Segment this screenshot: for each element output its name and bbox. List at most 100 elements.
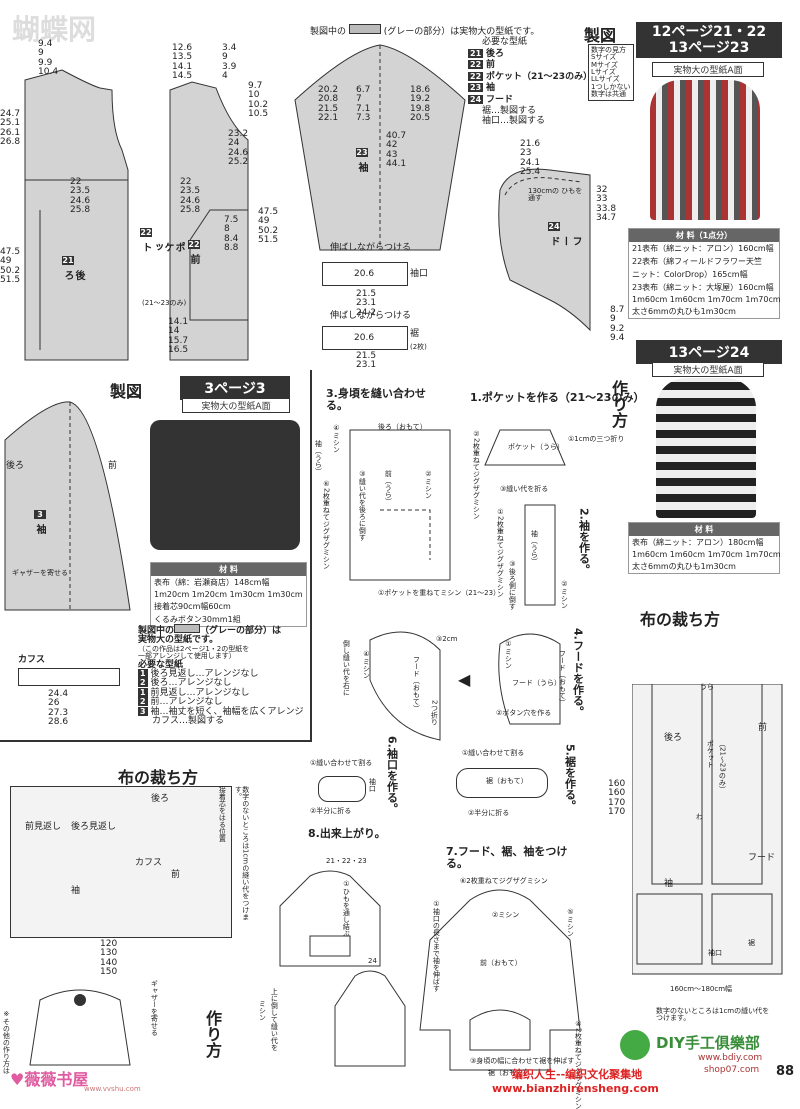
sleeve-pattern-piece (294, 44, 466, 251)
seizu-right-title: 製図 (584, 26, 617, 45)
step2-b: ②ミシン (560, 580, 569, 609)
hem-stretch-note: 伸ばしながらつける (330, 311, 412, 321)
top-note-line1: 製図中の (グレーの部分）は実物大の型紙です。 (310, 24, 539, 37)
step8-b: 上に倒して縫い代を (270, 988, 279, 1051)
cutting-left-note2: 接着芯をはる位置 (218, 786, 227, 842)
cutting-right-back: 後ろ (664, 733, 683, 743)
hem-label: 裾 (410, 329, 420, 339)
step5-hem-band (456, 768, 548, 798)
step3-back: 後ろ（おもて） (378, 423, 427, 431)
cutting-left-layout: 後ろ 前見返し 後ろ見返し カフス 袖 前 (10, 786, 232, 938)
cutting-right-sleeve: 袖 (664, 879, 674, 889)
cutting-right-ura: うら (700, 683, 714, 691)
sizes-box: 数字の見方 Sサイズ Mサイズ Lサイズ LLサイズ 1つしかない数字は共通 (588, 44, 634, 102)
top-note-list: 21 後ろ 22 前 22 ポケット（21～23のみ） 23 袖 24 フード … (468, 49, 593, 126)
step3-d: ②ミシン (424, 470, 433, 499)
cutting-right-front: 前 (758, 723, 768, 733)
footer-center-url: www.bianzhirensheng.com (492, 1082, 659, 1095)
hem-rect (322, 326, 408, 350)
step7-h: 裾（おもて） (488, 1069, 530, 1077)
hem-note: (2枚) (410, 343, 427, 351)
step4-a: ①ミシン (504, 640, 513, 669)
top-note-need: 必要な型紙 (482, 37, 528, 47)
cutting-right-cuff: 袖口 (708, 949, 722, 957)
blouse-illustration (29, 989, 131, 1066)
step4-d: フード（うら） (512, 679, 561, 687)
hem-num: 20.6 (354, 333, 375, 343)
cutting-right-hood: フード (748, 853, 776, 863)
step1-pocket-label: ポケット（うら） (508, 443, 564, 451)
step4-h: 2つ折り (430, 700, 439, 726)
cuffs-label: カフス (18, 655, 46, 665)
heart-icon: ♥ (10, 1070, 25, 1089)
step1-a: ①1cmの三つ折り (568, 435, 625, 443)
making-left-gather: ギャザーを寄せる (150, 980, 159, 1036)
step3-front: 前（うら） (384, 470, 393, 505)
cutting-right-layout (632, 684, 783, 975)
step8-hoodie-2 (334, 970, 406, 1067)
footer-diy-url: www.bdiy.com (698, 1053, 763, 1063)
sleeve-stretch-note: 伸ばしながらつける (330, 243, 412, 253)
step8-a: ①ひもを通し結ぶ (342, 880, 351, 937)
seizu-left-section (0, 370, 312, 742)
step2-title: 2.袖を作る。 (577, 508, 591, 575)
step7-b: ①袖口の長さまで袖を伸ばす (432, 900, 441, 992)
step5-b: ②半分に折る (468, 809, 510, 817)
seizu-right-pattern: 実物大の型紙A面 (652, 62, 764, 77)
front-pattern-piece (169, 81, 249, 361)
garment-photo-blouse (150, 420, 300, 550)
step2-sleeve (524, 504, 556, 606)
step4-arrow-icon: ◀ (458, 670, 471, 689)
materials-box-3: 材 料 表布（綿：岩瀬商店）148cm幅 1m20cm 1m20cm 1m30c… (150, 562, 307, 627)
garment-photo-stripe (656, 378, 756, 518)
step7-assembly (419, 889, 581, 1071)
seizu-left-pages: 3ページ3 (180, 376, 290, 400)
step2-a: ①2枚重ねてジグザグミシン (496, 508, 505, 598)
step4-f: ④ミシン (362, 650, 371, 679)
cutting-right-note: 数字のないところは1cmの縫い代をつけます。 (656, 1007, 770, 1023)
back-pattern-piece (24, 69, 129, 361)
step8-title: 8.出来上がり。 (308, 827, 386, 840)
step1-pocket (484, 429, 566, 466)
cutting-right-width: 160cm～180cm幅 (670, 985, 733, 993)
footer-left-logo: ♥薇薇书屋 (10, 1070, 89, 1089)
step7-title: 7.フード、裾、袖をつける。 (446, 845, 568, 870)
footer-left-url: www.vvshu.com (84, 1085, 141, 1093)
step3-h: 袖（うら） (314, 440, 323, 475)
step4-hood-left (369, 631, 441, 741)
step3-f: ④ミシン (332, 424, 341, 453)
cutting-left-note: 数字のないところは1cmの縫い代をつけます。 (234, 786, 250, 921)
step8-hoodie-1 (279, 870, 381, 967)
step6-cuff-band (318, 776, 366, 802)
step3-g: ⑥2枚重ねてジグザグミシン (322, 480, 331, 570)
diy-logo-icon (620, 1030, 650, 1060)
sleeve3-pattern-piece (4, 401, 131, 611)
cuff-num: 20.6 (354, 269, 375, 279)
page13-24-pattern: 実物大の型紙A面 (652, 362, 764, 377)
step5-a: ①縫い合わせて割る (462, 749, 525, 757)
step4-b: ②ボタン穴を作る (496, 709, 552, 717)
step4-e: ③2cm (436, 635, 458, 643)
cuff-label: 袖口 (410, 269, 429, 279)
step7-a: ⑥2枚重ねてジグザグミシン (460, 877, 548, 885)
step4-title: 4.フードを作る。 (571, 628, 585, 717)
step1-c: ③縫い代を折る (500, 485, 549, 493)
cutting-right-title: 布の裁ち方 (640, 610, 721, 629)
seizu-left-pattern: 実物大の型紙A面 (182, 398, 290, 413)
sleeve3-front: 前 (108, 461, 118, 471)
footer-shop: shop07.com (704, 1065, 760, 1075)
